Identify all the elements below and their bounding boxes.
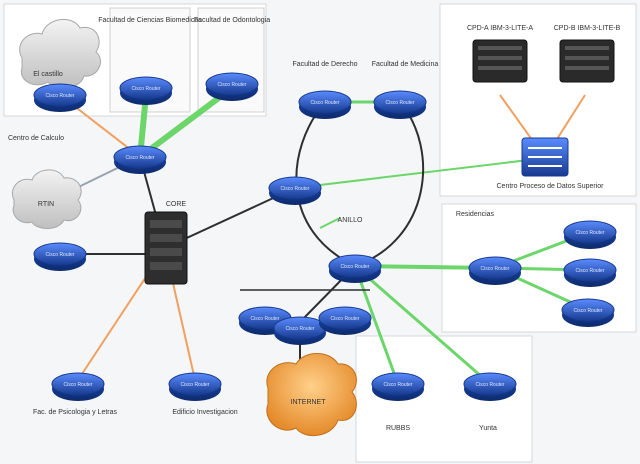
router-icon: Cisco Router — [119, 76, 173, 105]
panel-bottom-right — [355, 335, 533, 463]
router-text: Cisco Router — [132, 86, 161, 92]
label-server1: CPD-A IBM-3-LITE-A — [467, 25, 533, 32]
router-text: Cisco Router — [331, 316, 360, 322]
router-icon: Cisco Router — [463, 372, 517, 401]
router-text: Cisco Router — [46, 93, 75, 99]
router-icon: Cisco Router — [298, 90, 352, 119]
router-icon: Cisco Router — [168, 372, 222, 401]
label-cloud-top: El castillo — [33, 71, 63, 78]
label-cloud-left: RTIN — [38, 201, 54, 208]
router-text: Cisco Router — [574, 308, 603, 314]
router-icon: Cisco Router — [328, 254, 382, 283]
label-box2: Facultad de Ciencias Biomedicas — [98, 17, 202, 24]
router-icon: Cisco Router — [563, 220, 617, 249]
router-text: Cisco Router — [251, 316, 280, 322]
label-bottom-b2: Yunta — [479, 425, 497, 432]
router-icon: Cisco Router — [51, 372, 105, 401]
core-rack — [144, 211, 188, 285]
router-text: Cisco Router — [576, 230, 605, 236]
router-icon: Cisco Router — [561, 298, 615, 327]
router-icon: Cisco Router — [468, 256, 522, 285]
router-text: Cisco Router — [64, 382, 93, 388]
router-icon: Cisco Router — [373, 90, 427, 119]
server-1 — [472, 39, 528, 83]
switch-icon — [521, 137, 569, 177]
label-centro-calculo: Centro de Calculo — [8, 135, 64, 142]
cloud-top — [19, 19, 101, 89]
router-text: Cisco Router — [218, 82, 247, 88]
label-bottom-left: Fac. de Psicologia y Letras — [33, 409, 118, 416]
label-server2: CPD-B IBM-3-LITE-B — [554, 25, 621, 32]
router-text: Cisco Router — [341, 264, 370, 270]
label-ring: ANILLO — [338, 217, 363, 224]
router-text: Cisco Router — [476, 382, 505, 388]
router-icon: Cisco Router — [273, 316, 327, 345]
label-core: CORE — [166, 201, 187, 208]
router-text: Cisco Router — [576, 268, 605, 274]
router-icon: Cisco Router — [33, 242, 87, 271]
router-text: Cisco Router — [281, 186, 310, 192]
router-text: Cisco Router — [286, 326, 315, 332]
router-text: Cisco Router — [311, 100, 340, 106]
label-facultad-medicina: Facultad de Medicina — [372, 61, 439, 68]
label-residencias: Residencias — [456, 211, 495, 218]
router-text: Cisco Router — [46, 252, 75, 258]
router-icon: Cisco Router — [318, 306, 372, 335]
cloud-left — [12, 169, 82, 229]
router-icon: Cisco Router — [268, 176, 322, 205]
labels: El castillo Facultad de Ciencias Biomedi… — [8, 17, 621, 432]
label-centro-proceso: Centro Proceso de Datos Superior — [497, 183, 605, 190]
router-icon: Cisco Router — [563, 258, 617, 287]
router-text: Cisco Router — [384, 382, 413, 388]
router-text: Cisco Router — [126, 155, 155, 161]
router-icon: Cisco Router — [371, 372, 425, 401]
router-icon: Cisco Router — [113, 145, 167, 174]
label-bottom-mid: Edificio Investigacion — [172, 409, 237, 416]
router-text: Cisco Router — [481, 266, 510, 272]
router-icon: Cisco Router — [33, 83, 87, 112]
router-icon: Cisco Router — [205, 72, 259, 101]
server-2 — [559, 39, 615, 83]
label-box3: Facultad de Odontologia — [194, 17, 270, 24]
label-bottom-b1: RUBBS — [386, 425, 410, 432]
router-text: Cisco Router — [181, 382, 210, 388]
router-text: Cisco Router — [386, 100, 415, 106]
label-facultad-derecho: Facultad de Derecho — [293, 61, 358, 68]
cloud-internet — [266, 353, 357, 436]
label-internet: INTERNET — [291, 399, 327, 406]
